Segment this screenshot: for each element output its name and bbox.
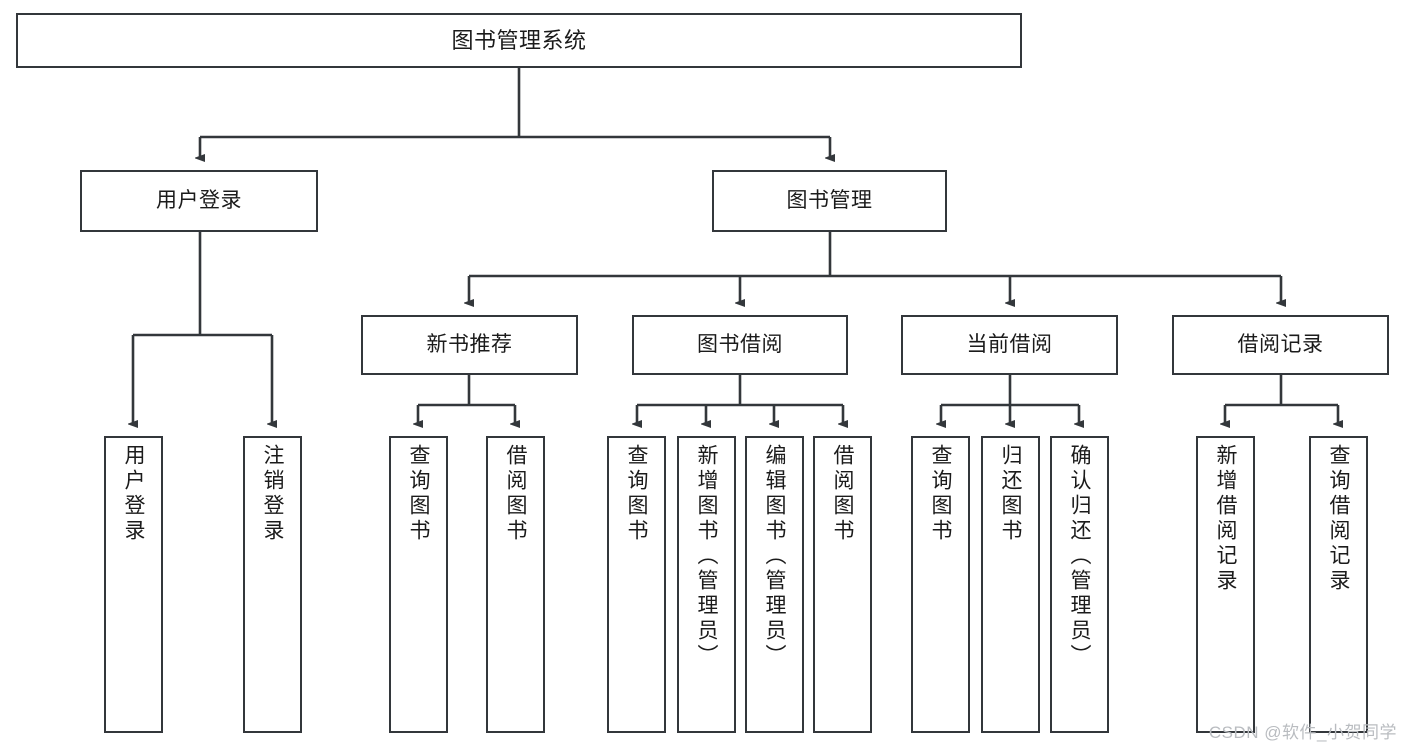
node-label: 查询借阅记录 [1327,444,1350,594]
leaf-user-login[interactable]: 用户登录 [104,436,163,733]
node-label: 编辑图书（管理员） [763,444,786,669]
leaf-query-book-recommend[interactable]: 查询图书 [389,436,448,733]
node-label: 确认归还（管理员） [1068,444,1091,669]
leaf-edit-book-admin[interactable]: 编辑图书（管理员） [745,436,804,733]
node-label: 归还图书 [999,444,1022,544]
node-label: 查询图书 [929,444,952,544]
node-label: 借阅图书 [504,444,527,544]
node-book-management-system[interactable]: 图书管理系统 [16,13,1022,68]
node-label: 借阅图书 [831,444,854,544]
node-label: 新增借阅记录 [1214,444,1237,594]
node-label: 图书借阅 [697,332,783,356]
leaf-borrow-book-recommend[interactable]: 借阅图书 [486,436,545,733]
leaf-query-book-current[interactable]: 查询图书 [911,436,970,733]
node-label: 查询图书 [407,444,430,544]
node-book-management[interactable]: 图书管理 [712,170,947,232]
leaf-logout[interactable]: 注销登录 [243,436,302,733]
node-label: 图书管理系统 [451,27,587,53]
leaf-add-borrow-record[interactable]: 新增借阅记录 [1196,436,1255,733]
node-label: 注销登录 [261,444,284,544]
leaf-confirm-return-admin[interactable]: 确认归还（管理员） [1050,436,1109,733]
node-label: 当前借阅 [966,332,1053,356]
node-user-login[interactable]: 用户登录 [80,170,318,232]
node-label: 新增图书（管理员） [695,444,718,669]
node-book-borrow[interactable]: 图书借阅 [632,315,848,375]
leaf-query-book-borrow[interactable]: 查询图书 [607,436,666,733]
watermark-text: CSDN @软件_小贺同学 [1208,723,1397,742]
node-current-borrow[interactable]: 当前借阅 [901,315,1118,375]
node-label: 用户登录 [156,188,242,212]
leaf-return-book[interactable]: 归还图书 [981,436,1040,733]
node-label: 图书管理 [786,188,873,212]
node-borrow-record[interactable]: 借阅记录 [1172,315,1389,375]
node-label: 新书推荐 [426,332,513,356]
node-label: 用户登录 [122,444,145,544]
node-new-book-recommend[interactable]: 新书推荐 [361,315,578,375]
node-label: 借阅记录 [1237,332,1324,356]
leaf-borrow-book[interactable]: 借阅图书 [813,436,872,733]
node-label: 查询图书 [625,444,648,544]
leaf-query-borrow-record[interactable]: 查询借阅记录 [1309,436,1368,733]
leaf-add-book-admin[interactable]: 新增图书（管理员） [677,436,736,733]
